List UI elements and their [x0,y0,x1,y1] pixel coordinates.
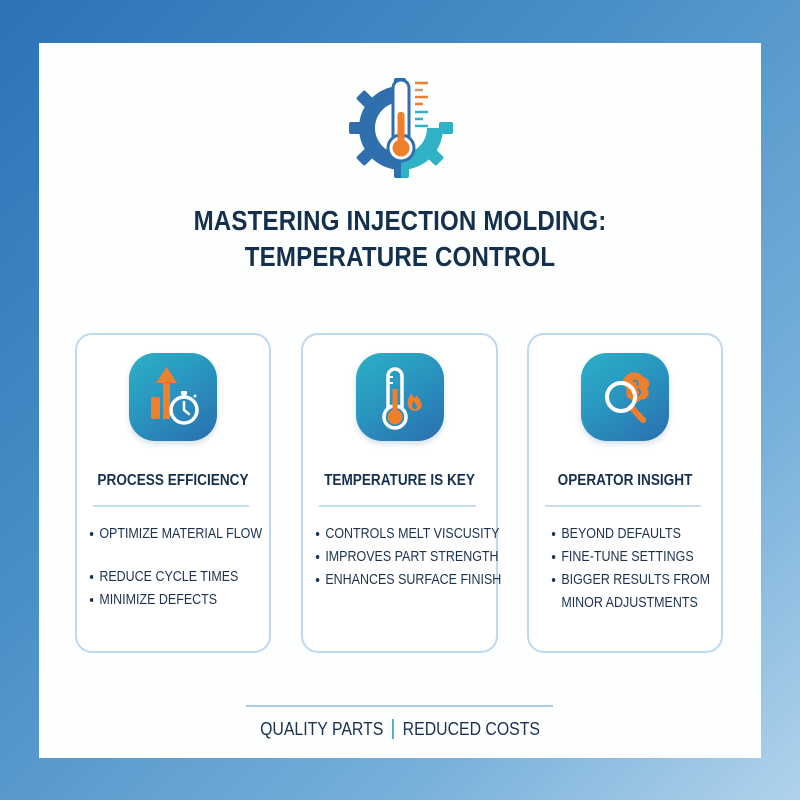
footer-left-text: QUALITY PARTS [260,719,384,739]
bullet-item: BIGGER RESULTS FROM [551,569,710,592]
footer-tagline: QUALITY PARTS REDUCED COSTS [0,718,800,740]
card-title: PROCESS EFFICIENCY [97,472,249,489]
magnifier-brain-icon [581,353,669,441]
bullet-item: IMPROVES PART STRENGTH [315,546,499,569]
title-line-1: MASTERING INJECTION MOLDING: [193,205,607,236]
footer-separator [392,719,394,739]
bullet-list: CONTROLS MELT VISCUSITY IMPROVES PART ST… [315,523,501,592]
card-divider [545,505,701,507]
page-title: MASTERING INJECTION MOLDING: TEMPERATURE… [56,203,744,275]
card-divider [319,505,476,507]
bullet-item: MINIMIZE DEFECTS [89,589,240,612]
bullet-item: OPTIMIZE MATERIAL FLOW [89,523,262,546]
bullet-item: FINE-TUNE SETTINGS [551,546,694,569]
bullet-item: REDUCE CYCLE TIMES [89,566,240,589]
card-operator-insight: OPERATOR INSIGHT BEYOND DEFAULTS FINE-TU… [527,333,723,653]
bullet-list: BEYOND DEFAULTS FINE-TUNE SETTINGS BIGGE… [551,523,717,615]
bullet-item: CONTROLS MELT VISCUSITY [315,523,499,546]
efficiency-stopwatch-icon [129,353,217,441]
card-process-efficiency: PROCESS EFFICIENCY OPTIMIZE MATERIAL FLO… [75,333,271,653]
title-line-2: TEMPERATURE CONTROL [244,241,556,272]
gear-thermometer-icon [345,72,457,184]
card-divider [93,505,249,507]
bullet-item: ENHANCES SURFACE FINISH [315,569,501,592]
bullet-list: OPTIMIZE MATERIAL FLOW REDUCE CYCLE TIME… [89,523,265,612]
bullet-item-continuation: MINOR ADJUSTMENTS [561,595,698,611]
card-temperature-is-key: TEMPERATURE IS KEY CONTROLS MELT VISCUSI… [301,333,501,653]
card-title: OPERATOR INSIGHT [557,472,693,489]
thermometer-flame-icon [355,353,444,441]
card-title: TEMPERATURE IS KEY [324,472,475,489]
bullet-item: BEYOND DEFAULTS [551,523,694,546]
footer-divider [246,705,553,707]
footer-right-text: REDUCED COSTS [402,719,540,739]
